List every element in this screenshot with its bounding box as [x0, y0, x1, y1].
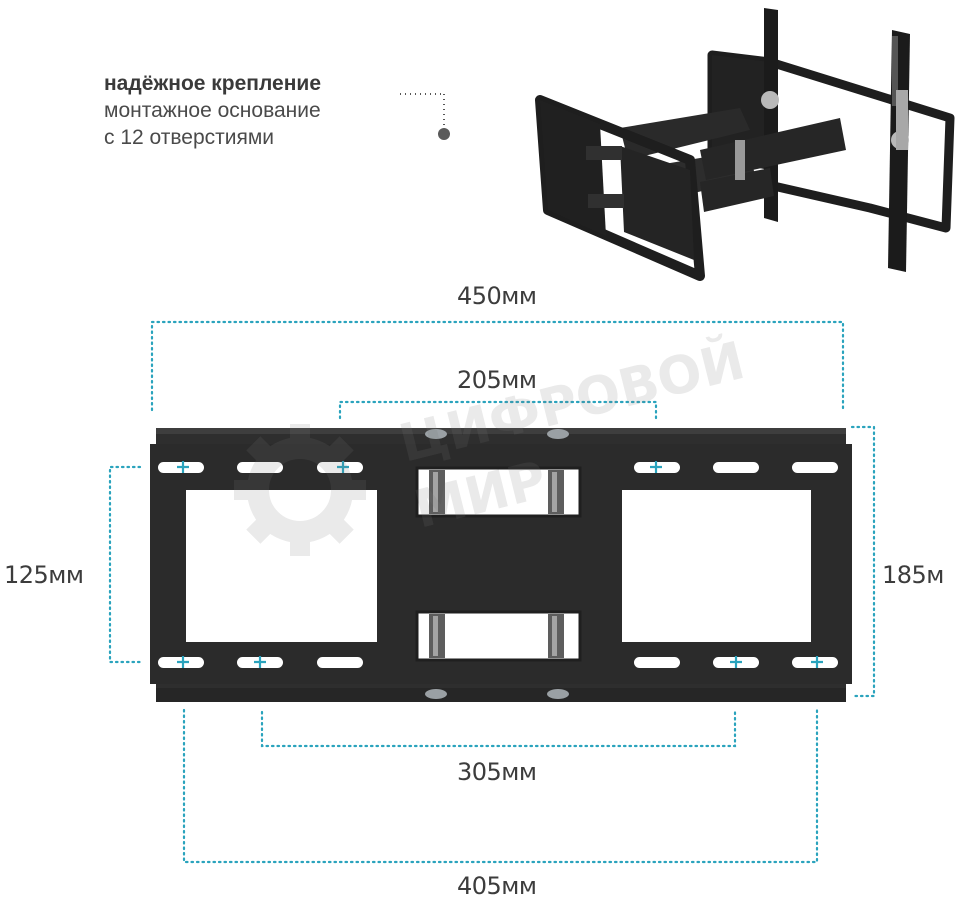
dimension-line-405	[182, 708, 819, 864]
hole-markers	[177, 461, 823, 668]
label-450: 450мм	[457, 282, 537, 310]
dimension-lines	[108, 320, 876, 864]
dimension-line-450	[150, 320, 845, 412]
label-405: 405мм	[457, 872, 537, 900]
label-185: 185м	[882, 561, 944, 589]
feature-caption: надёжное крепление монтажное основание с…	[104, 70, 321, 151]
mount-plate	[150, 428, 852, 702]
label-125: 125мм	[4, 561, 84, 589]
label-305: 305мм	[457, 758, 537, 786]
caption-pointer	[400, 93, 450, 140]
caption-line-2: с 12 отверстиями	[104, 126, 275, 149]
dimension-line-125	[108, 465, 142, 664]
label-205: 205мм	[457, 366, 537, 394]
caption-line-1: монтажное основание	[104, 99, 321, 122]
dimension-line-185	[850, 425, 876, 698]
product-photo	[535, 8, 955, 281]
dimension-line-205	[338, 400, 658, 420]
caption-title: надёжное крепление	[104, 72, 322, 95]
dimension-line-305	[260, 710, 737, 748]
